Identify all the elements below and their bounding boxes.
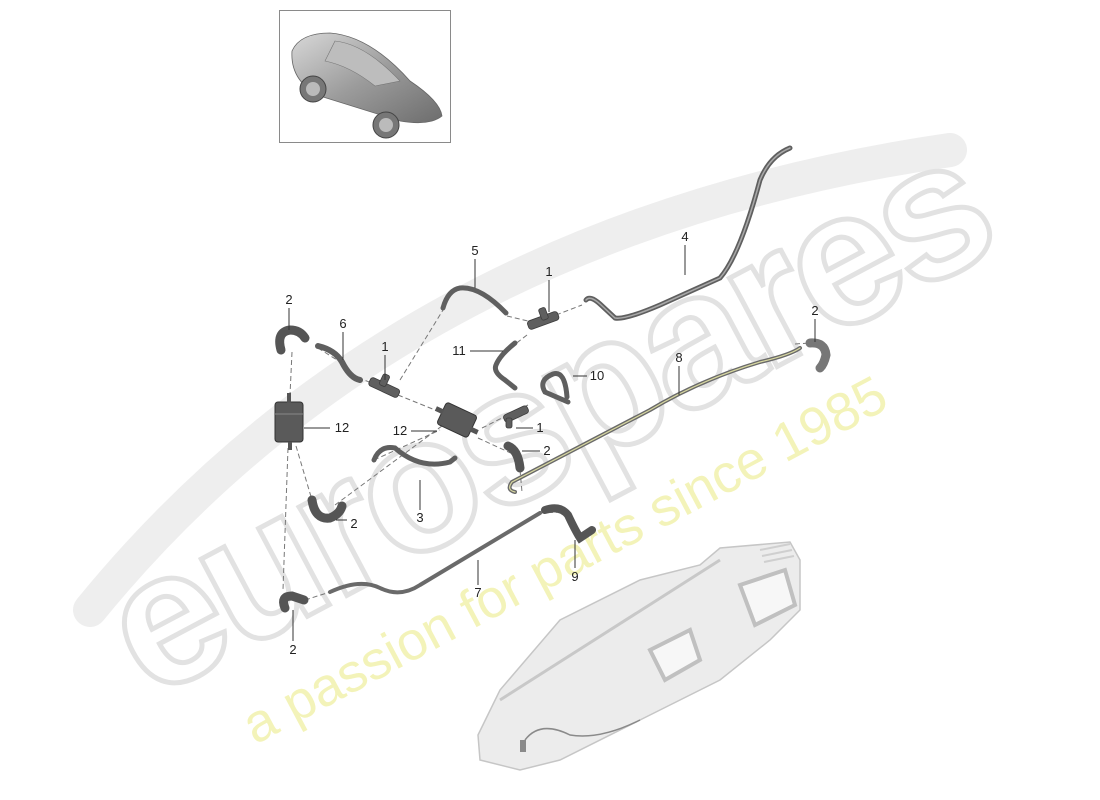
line-part-8[interactable] xyxy=(507,346,802,494)
car-icon xyxy=(291,32,443,139)
hose-part-9[interactable] xyxy=(541,504,596,544)
callout-12[interactable]: 12 xyxy=(334,420,350,435)
callout-2[interactable]: 2 xyxy=(350,516,358,531)
elbow-part-2[interactable] xyxy=(275,325,310,355)
callout-2[interactable]: 2 xyxy=(285,292,293,307)
elbow-part-2[interactable] xyxy=(307,495,347,523)
callout-7[interactable]: 7 xyxy=(474,585,482,600)
valve-part-12[interactable] xyxy=(430,399,484,441)
vehicle-thumbnail xyxy=(279,10,451,143)
callout-6[interactable]: 6 xyxy=(339,316,347,331)
callout-3[interactable]: 3 xyxy=(416,510,424,525)
t-piece-part-1[interactable] xyxy=(368,373,401,398)
callout-12[interactable]: 12 xyxy=(392,423,408,438)
callout-11[interactable]: 11 xyxy=(452,343,466,358)
hose-part-6[interactable] xyxy=(315,343,363,383)
t-piece-part-1[interactable] xyxy=(503,405,530,429)
callout-2[interactable]: 2 xyxy=(811,303,819,318)
valve-part-12[interactable] xyxy=(274,393,304,450)
callout-2[interactable]: 2 xyxy=(543,443,551,458)
callout-1[interactable]: 1 xyxy=(545,264,553,279)
callout-9[interactable]: 9 xyxy=(571,569,579,584)
line-part-7[interactable] xyxy=(328,511,542,595)
elbow-part-2[interactable] xyxy=(503,441,525,473)
callout-5[interactable]: 5 xyxy=(471,243,479,258)
hose-part-11[interactable] xyxy=(492,340,518,391)
callout-2[interactable]: 2 xyxy=(289,642,297,657)
elbow-part-2[interactable] xyxy=(805,338,831,373)
callout-4[interactable]: 4 xyxy=(681,229,689,244)
leader-lines xyxy=(288,245,816,641)
elbow-part-2[interactable] xyxy=(279,591,309,613)
hvac-unit xyxy=(477,541,801,771)
callout-1[interactable]: 1 xyxy=(536,420,544,435)
callout-10[interactable]: 10 xyxy=(589,368,605,383)
callout-8[interactable]: 8 xyxy=(675,350,683,365)
hose-part-5[interactable] xyxy=(440,285,509,316)
hose-part-10[interactable] xyxy=(540,371,571,405)
callout-1[interactable]: 1 xyxy=(381,339,389,354)
hose-part-3[interactable] xyxy=(371,445,458,467)
t-piece-part-1[interactable] xyxy=(527,307,560,330)
